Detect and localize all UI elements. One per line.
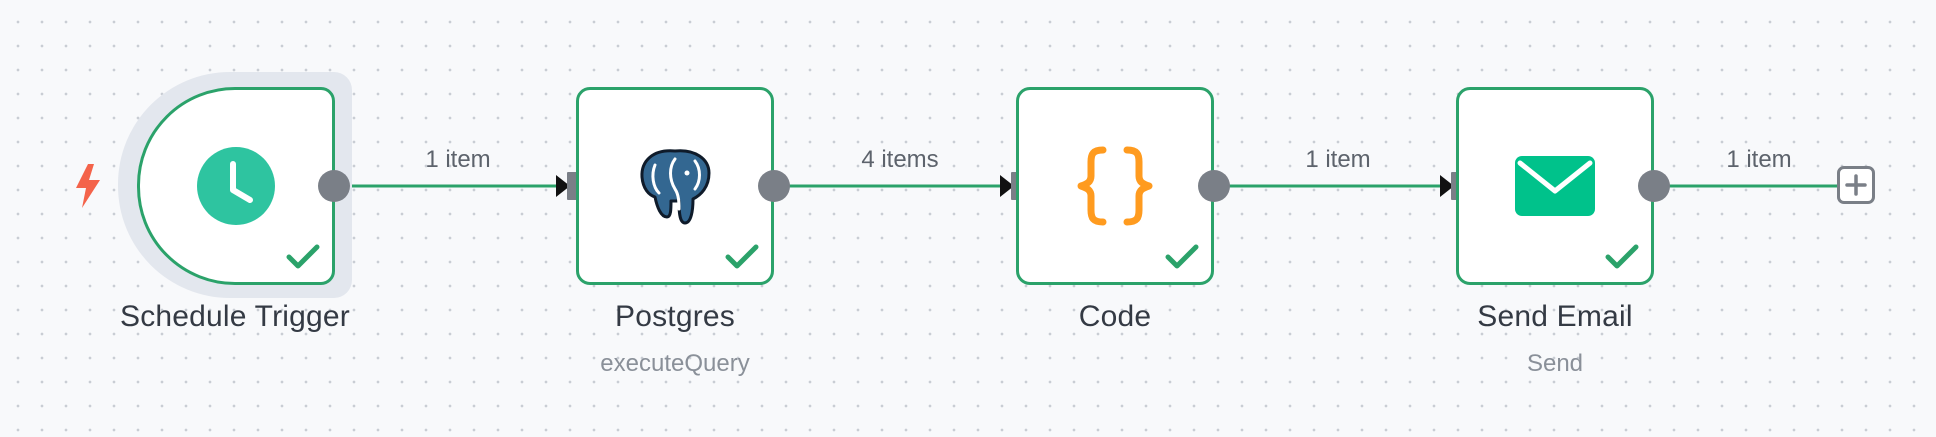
envelope-icon xyxy=(1515,156,1595,216)
node-code[interactable] xyxy=(1016,87,1214,285)
connection-label: 1 item xyxy=(425,146,491,173)
node-subtitle-send-email: Send xyxy=(1526,350,1584,377)
node-postgres[interactable] xyxy=(576,87,774,285)
output-handle-code[interactable] xyxy=(1198,170,1230,202)
lightning-bolt-icon xyxy=(76,164,100,208)
clock-icon xyxy=(197,147,275,225)
code-braces-icon xyxy=(1077,146,1153,226)
postgres-elephant-icon xyxy=(640,149,711,225)
node-schedule-trigger[interactable] xyxy=(137,87,335,285)
output-handle-postgres[interactable] xyxy=(758,170,790,202)
check-icon xyxy=(725,244,759,269)
check-icon xyxy=(286,244,320,269)
node-title-send-email: Send Email xyxy=(1477,300,1633,333)
check-icon xyxy=(1605,244,1639,269)
connection-code-sendemail[interactable] xyxy=(1214,175,1454,197)
node-title-code: Code xyxy=(1078,300,1152,333)
connection-label: 1 item xyxy=(1726,146,1792,173)
output-handle-send-email[interactable] xyxy=(1638,170,1670,202)
add-node-button[interactable] xyxy=(1837,166,1875,204)
connection-postgres-code[interactable] xyxy=(774,175,1014,197)
node-title-postgres: Postgres xyxy=(615,300,735,333)
check-icon xyxy=(1165,244,1199,269)
output-handle-schedule-trigger[interactable] xyxy=(318,170,350,202)
connection-label: 4 items xyxy=(861,146,939,173)
connection-label: 1 item xyxy=(1305,146,1371,173)
connection-trigger-postgres[interactable] xyxy=(334,175,570,197)
plus-icon xyxy=(1845,174,1867,196)
node-subtitle-postgres: executeQuery xyxy=(600,350,750,377)
node-title-schedule-trigger: Schedule Trigger xyxy=(119,300,350,333)
